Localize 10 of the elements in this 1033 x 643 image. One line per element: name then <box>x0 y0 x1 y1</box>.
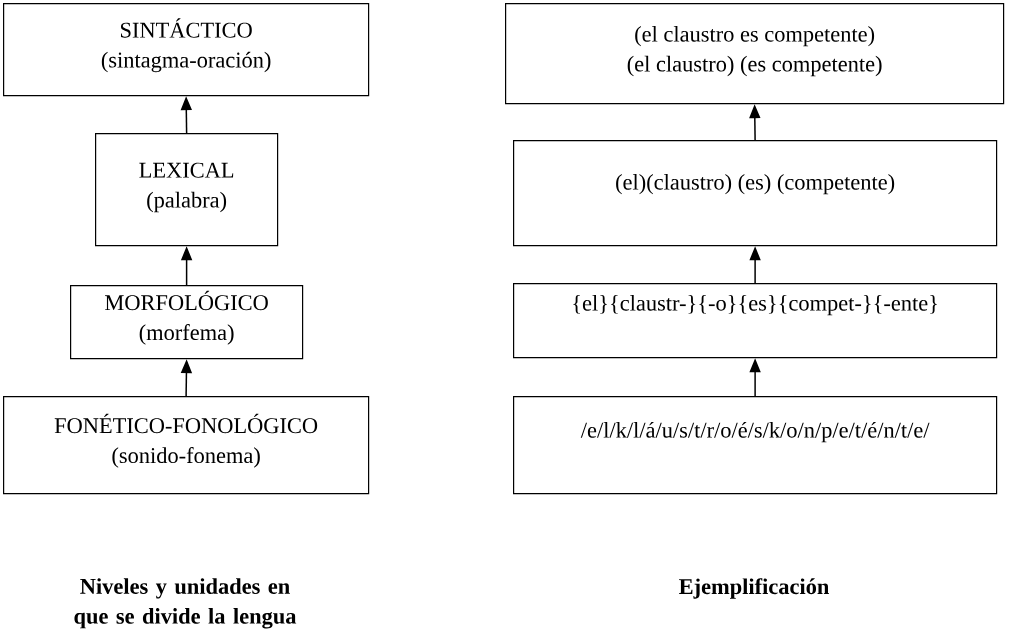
level-box: LEXICAL (palabra) <box>95 133 279 247</box>
level-box: /e/l/k/l/á/u/s/t/r/o/é/s/k/o/n/p/e/t/é/n/t/e/ <box>513 396 998 495</box>
level-box: (el claustro es competente) (el claustro) (es competente) <box>505 3 1005 105</box>
caption: Ejemplificación <box>679 578 829 599</box>
caption: Niveles y unidades en que se divide la lengua <box>74 578 297 629</box>
level-box: MORFOLÓGICO (morfema) <box>70 285 304 360</box>
level-box: (el)(claustro) (es) (competente) <box>513 140 998 247</box>
level-box: {el}{claustr-}{-o}{es}{compet-}{-ente} <box>513 283 998 359</box>
level-box: SINTÁCTICO (sintagma-oración) <box>3 3 370 97</box>
level-box: FONÉTICO-FONOLÓGICO (sonido-fonema) <box>3 396 370 495</box>
